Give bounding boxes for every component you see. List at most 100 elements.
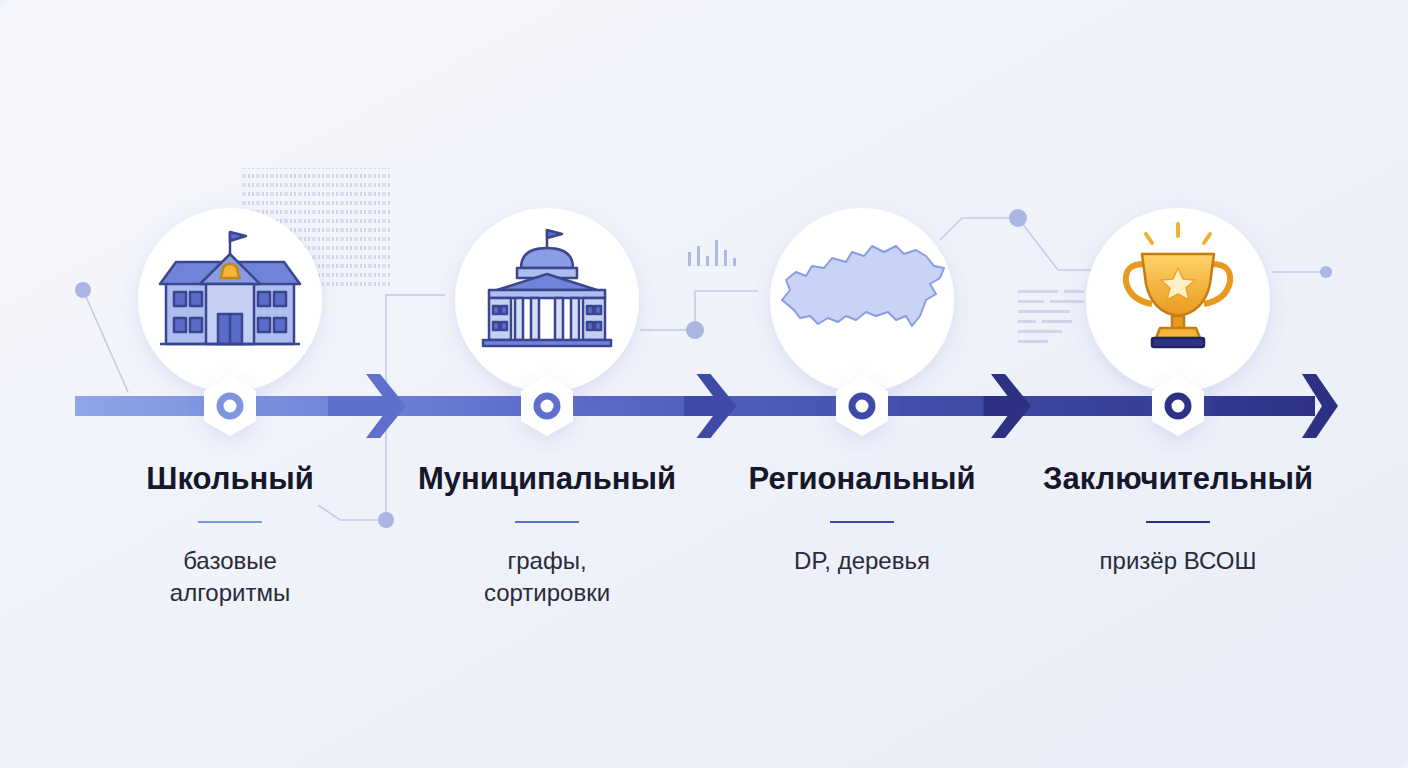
- circuit-lines: [318, 505, 386, 520]
- code-dashes: [1018, 320, 1036, 323]
- stage-node: Школьныйбазовые алгоритмы: [132, 205, 328, 625]
- code-dashes: [1018, 300, 1044, 303]
- trophy-icon: [1126, 224, 1230, 347]
- stage-markers: [537, 396, 557, 416]
- circuit-dots: [378, 512, 394, 528]
- icon-circles: [138, 208, 322, 392]
- code-dashes: [1018, 340, 1048, 343]
- circuit-lines: [1272, 271, 1326, 273]
- stage-markers: [204, 376, 256, 436]
- code-dashes: [1018, 290, 1058, 293]
- title-divider: [1146, 521, 1210, 523]
- school-icon: [174, 318, 186, 332]
- stage-title: Муниципальный: [418, 461, 676, 497]
- government-icon: [501, 322, 507, 330]
- trophy-icon: [1176, 224, 1180, 236]
- trophy-icon: [1172, 316, 1184, 328]
- school-icon: [160, 232, 300, 344]
- trophy-icon: [1142, 254, 1214, 316]
- stage-markers: [204, 376, 256, 436]
- trophy-icon: [1146, 234, 1152, 243]
- school-icon: [190, 318, 202, 332]
- stage-arrow: [328, 396, 394, 416]
- school-icon: [200, 254, 260, 284]
- stage-markers: [220, 396, 240, 416]
- title-divider: [515, 521, 579, 523]
- title-divider: [198, 521, 262, 523]
- government-icon: [483, 230, 611, 346]
- trophy-icon: [1161, 268, 1195, 300]
- school-icon: [218, 314, 242, 344]
- school-icon: [274, 292, 286, 306]
- circuit-dots: [686, 321, 704, 339]
- progress-band: [1302, 374, 1338, 438]
- icon-circles: [1086, 208, 1270, 392]
- russia-map-icon: [782, 246, 944, 326]
- school-icon: [220, 264, 240, 278]
- government-icon: [497, 274, 597, 290]
- government-icon: [489, 298, 511, 340]
- government-icon: [493, 306, 499, 314]
- code-dashes: [1018, 310, 1070, 313]
- stage-markers: [852, 396, 872, 416]
- school-icon: [258, 318, 270, 332]
- government-icon: [587, 306, 593, 314]
- government-icon: [587, 322, 593, 330]
- school-icon: [229, 314, 232, 344]
- government-icon: [571, 298, 579, 340]
- school-icon: [174, 292, 186, 306]
- school-icon: [190, 292, 202, 306]
- stage-markers: [1168, 396, 1188, 416]
- stage-markers: [204, 376, 1204, 436]
- government-icon: [583, 298, 605, 340]
- signal-bars: [724, 250, 727, 266]
- progress-band: [75, 396, 1315, 416]
- stage-description: DP, деревья: [794, 545, 930, 577]
- circuit-dots: [75, 209, 1332, 528]
- icon-circles: [455, 208, 639, 392]
- circuit-lines: [83, 290, 128, 392]
- government-icon: [595, 306, 601, 314]
- circuit-dots: [75, 282, 91, 298]
- stage-node: Муниципальный графы, сортировки: [410, 205, 684, 625]
- signal-bars: [688, 240, 736, 266]
- stage-title: Региональный: [748, 461, 975, 497]
- icon-circles: [138, 208, 1270, 392]
- stage-description: графы, сортировки: [457, 545, 637, 609]
- title-divider: [830, 521, 894, 523]
- stage-title: Школьный: [146, 461, 313, 497]
- signal-bars: [697, 246, 700, 266]
- school-icon: [258, 292, 270, 306]
- trophy-icon: [1146, 224, 1210, 243]
- russia-map-icon: [782, 246, 944, 326]
- stage-node: РегиональныйDP, деревья: [740, 205, 983, 625]
- stage-markers: [836, 376, 888, 436]
- circuit-dots: [1320, 266, 1332, 278]
- government-icon: [521, 248, 573, 268]
- signal-bars: [733, 258, 736, 266]
- school-icon: [160, 343, 300, 346]
- stage-markers: [1152, 376, 1204, 436]
- government-icon: [493, 322, 499, 330]
- government-icon: [515, 298, 523, 340]
- school-icon: [274, 318, 286, 332]
- government-icon: [555, 298, 563, 340]
- stage-markers: [1152, 376, 1204, 436]
- government-icon: [547, 230, 562, 238]
- school-icon: [230, 232, 246, 241]
- government-icon: [483, 340, 611, 346]
- signal-bars: [706, 256, 709, 266]
- code-dashes: [1018, 290, 1084, 343]
- trophy-icon: [1156, 328, 1200, 338]
- stage-markers: [521, 376, 573, 436]
- stage-arrow: [984, 396, 1019, 416]
- government-icon: [595, 322, 601, 330]
- code-dashes: [1018, 330, 1062, 333]
- government-icon: [501, 306, 507, 314]
- stage-markers: [836, 376, 888, 436]
- stage-arrow: [684, 396, 725, 416]
- icon-circles: [770, 208, 954, 392]
